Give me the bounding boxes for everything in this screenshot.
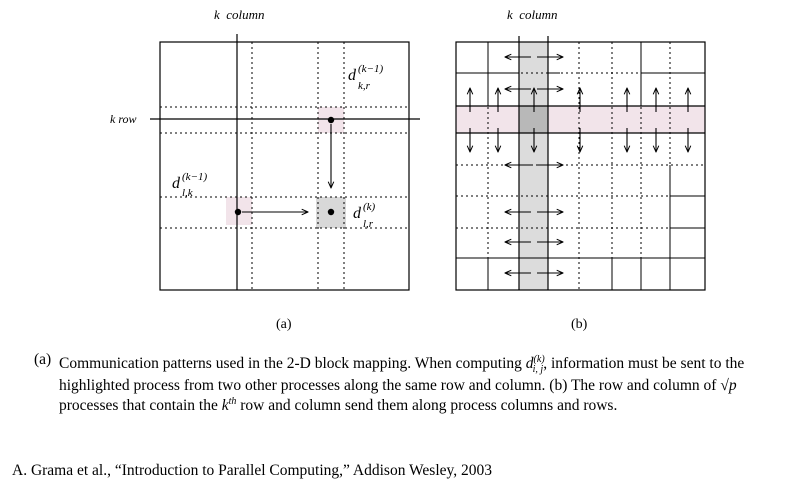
- svg-text:(k−1): (k−1): [358, 63, 383, 75]
- label-top: d (k−1) k,r: [348, 63, 383, 92]
- svg-text:k,r: k,r: [358, 80, 371, 92]
- svg-text:(k): (k): [363, 201, 376, 213]
- grid-frame-a: [159, 41, 410, 291]
- label-right: d (k) l,r: [353, 201, 376, 230]
- svg-text:d: d: [353, 205, 362, 222]
- figure: k column k row d (k−1) k,r d (k−1) l,k d…: [110, 7, 706, 332]
- diagram-a: k column k row d (k−1) k,r d (k−1) l,k d…: [110, 7, 420, 332]
- svg-text:d: d: [348, 67, 357, 84]
- svg-text:l,r: l,r: [363, 218, 374, 230]
- caption-math-d: d(k)i, j: [525, 354, 545, 376]
- svg-text:l,k: l,k: [182, 187, 194, 199]
- dotted-grid-a: [160, 42, 409, 290]
- figure-caption: (a) Communication patterns used in the 2…: [34, 352, 774, 414]
- sub-label-b: (b): [571, 317, 588, 332]
- target-dot: [327, 208, 335, 216]
- label-left: d (k−1) l,k: [172, 171, 207, 199]
- source-dot-top: [327, 116, 335, 124]
- solid-partial-lines: [456, 42, 705, 290]
- column-arrows: [505, 57, 563, 273]
- k-column-band: [519, 42, 548, 290]
- caption-text: Communication patterns used in the 2-D b…: [59, 354, 745, 415]
- caption-tag: (a): [34, 351, 52, 368]
- row-arrows: [470, 88, 688, 152]
- k-column-label-a: k column: [214, 7, 265, 22]
- k-column-label-b: k column: [507, 7, 558, 22]
- diagram-b: k column (b): [455, 7, 706, 332]
- sub-label-a: (a): [276, 317, 292, 332]
- svg-text:d: d: [172, 175, 181, 192]
- grid-frame-b: [455, 41, 706, 291]
- k-row-label: k row: [110, 112, 137, 126]
- svg-text:(k−1): (k−1): [182, 171, 207, 183]
- dotted-grid-b: [456, 42, 705, 290]
- k-band-borders: [456, 36, 705, 290]
- source-dot-left: [234, 208, 242, 216]
- citation: A. Grama et al., “Introduction to Parall…: [12, 462, 493, 479]
